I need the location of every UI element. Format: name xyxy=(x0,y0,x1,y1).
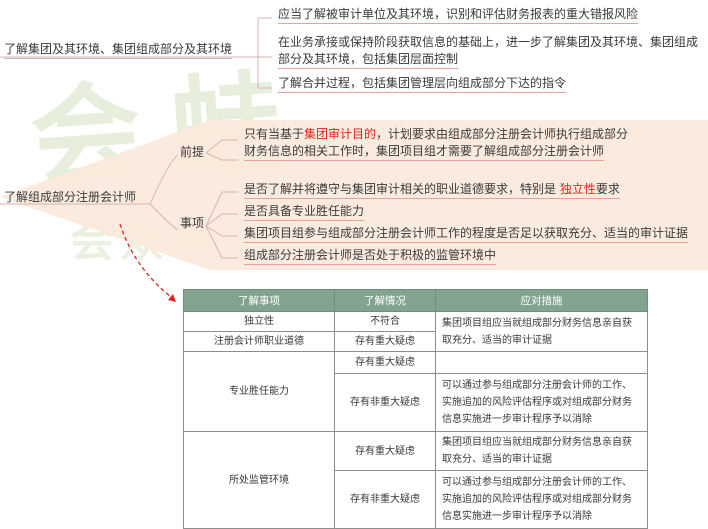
cell-status: 不符合 xyxy=(334,311,436,332)
matters-label: 事项 xyxy=(180,216,205,230)
section1-item-1: 应当了解被审计单位及其环境，识别和评估财务报表的重大错报风险 xyxy=(278,6,639,24)
cell-measure: 集团项目组应当就组成部分财务信息亲自获取充分、适当的审计证据 xyxy=(435,431,648,471)
matter-1-highlight: 独立性 xyxy=(559,182,596,196)
section2-label: 了解组成部分注册会计师 xyxy=(4,190,137,204)
cell-status: 存有非重大疑虑 xyxy=(334,373,436,432)
matter-1-post: 要求 xyxy=(595,182,620,196)
table-row: 存有非重大疑虑 可以通过参与组成部分注册会计师的工作、实施追加的风险评估程序或对… xyxy=(184,470,648,529)
cell-status: 存有非重大疑虑 xyxy=(334,470,436,529)
response-table: 了解事项 了解情况 应对措施 独立性 不符合 集团项目组应当就组成部分财务信息亲… xyxy=(183,289,648,529)
cell-item: 所处监管环境 xyxy=(183,431,335,529)
matter-1: 是否了解并将遵守与集团审计相关的职业道德要求，特别是 独立性要求 xyxy=(244,181,620,199)
cell-measure: 可以通过参与组成部分注册会计师的工作、实施追加的风险评估程序或对组成部分财务信息… xyxy=(435,470,648,529)
table-header-status: 了解情况 xyxy=(334,289,436,312)
section1-label: 了解集团及其环境、集团组成部分及其环境 xyxy=(4,41,233,59)
table-header-item: 了解事项 xyxy=(183,289,335,312)
table-header-row: 了解事项 了解情况 应对措施 xyxy=(183,289,648,312)
premise-line-1: 只有当基于集团审计目的，计划要求由组成部分注册会计师执行组成部分 xyxy=(244,126,628,143)
cell-item: 注册会计师职业道德 xyxy=(183,331,335,352)
section1-item-3: 了解合并过程，包括集团管理层向组成部分下达的指令 xyxy=(278,75,567,93)
cell-status: 存有重大疑虑 xyxy=(334,351,436,374)
cell-item: 专业胜任能力 xyxy=(183,351,335,432)
table-row: 存有非重大疑虑 可以通过参与组成部分注册会计师的工作、实施追加的风险评估程序或对… xyxy=(184,373,648,432)
matter-4: 组成部分注册会计师是否处于积极的监管环境中 xyxy=(244,247,497,265)
cell-item: 独立性 xyxy=(183,311,335,332)
cell-measure: 集团项目组应当就组成部分财务信息亲自获取充分、适当的审计证据 xyxy=(435,311,648,352)
premise-label: 前提 xyxy=(180,145,205,159)
cell-status: 存有重大疑虑 xyxy=(334,331,436,352)
section1-item-2a: 在业务承接或保持阶段获取信息的基础上，进一步了解集团及其环境、集团组成 xyxy=(278,35,699,49)
matter-1-pre: 是否了解并将遵守与集团审计相关的职业道德要求，特别是 xyxy=(244,182,557,196)
table-row: 所处监管环境 存有重大疑虑 集团项目组应当就组成部分财务信息亲自获取充分、适当的… xyxy=(183,431,648,529)
table-header-measure: 应对措施 xyxy=(435,289,648,312)
premise-highlight: 集团审计目的 xyxy=(304,127,377,141)
table-row: 独立性 不符合 集团项目组应当就组成部分财务信息亲自获取充分、适当的审计证据 xyxy=(183,311,648,352)
cell-measure: 可以通过参与组成部分注册会计师的工作、实施追加的风险评估程序或对组成部分财务信息… xyxy=(435,373,648,432)
cell-measure-empty xyxy=(435,351,648,374)
section1-item-2b: 部分及其环境，包括集团层面控制 xyxy=(278,51,459,69)
matter-3: 集团项目组参与组成部分注册会计师工作的程度是否足以获取充分、适当的审计证据 xyxy=(244,225,689,243)
premise-line-2: 财务信息的相关工作时，集团项目组才需要了解组成部分注册会计师 xyxy=(244,143,605,161)
matter-2: 是否具备专业胜任能力 xyxy=(244,203,365,221)
table-row: 专业胜任能力 存有重大疑虑 xyxy=(183,351,648,432)
premise-line-1-post: ，计划要求由组成部分注册会计师执行组成部分 xyxy=(376,127,629,141)
cell-status: 存有重大疑虑 xyxy=(334,431,436,471)
premise-line-1-pre: 只有当基于 xyxy=(244,127,305,141)
